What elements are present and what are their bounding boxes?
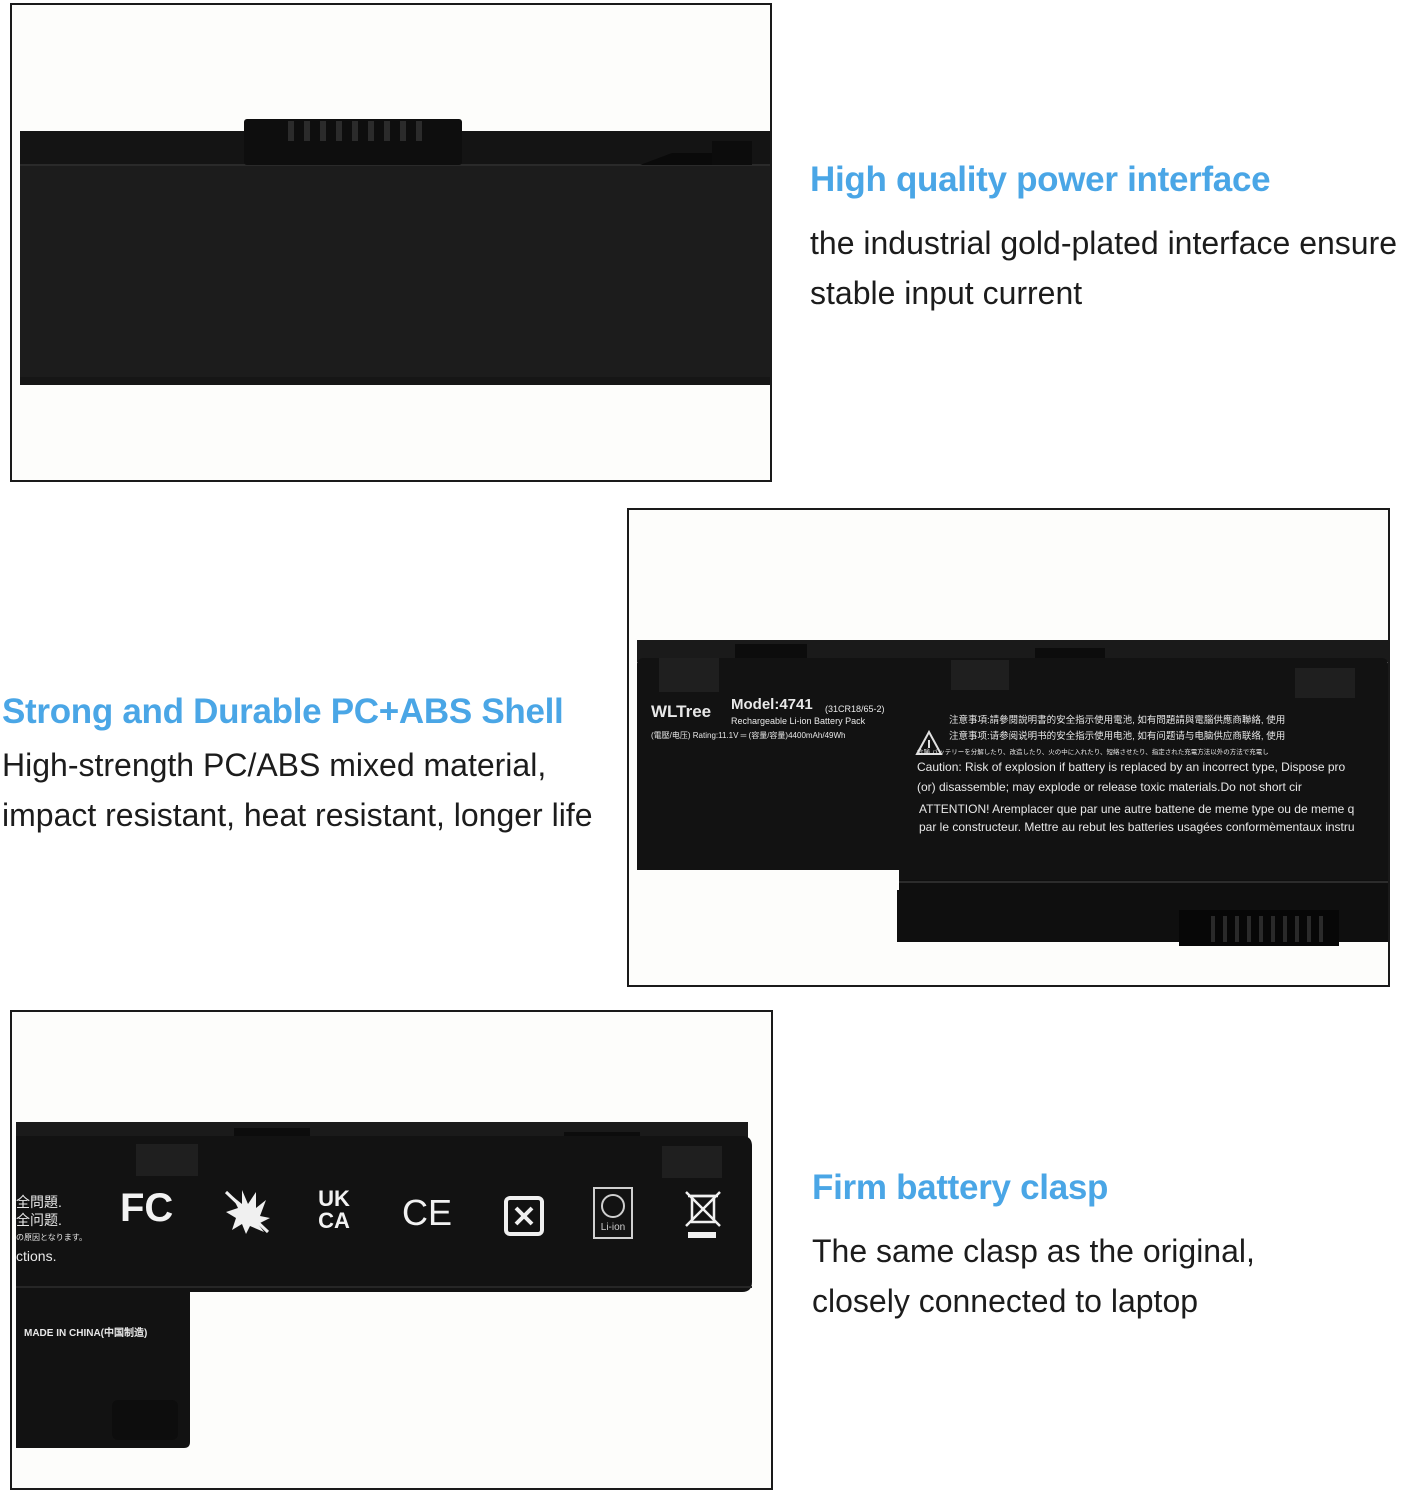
battery-type: Rechargeable Li-ion Battery Pack <box>731 716 866 726</box>
photo-battery-shell: WLTree Model:4741 (31CR18/65-2) Recharge… <box>627 508 1390 987</box>
fcc-mark: FC <box>120 1186 174 1230</box>
warning-icon <box>915 729 943 755</box>
battery-warning-cn: 注意事項:請參閱說明書的安全指示使用電池, 如有問題請與電腦供應商聯絡, 使用 <box>949 715 1286 726</box>
feature-line: the industrial gold-plated interface ens… <box>810 225 1398 261</box>
feature-description: High-strength PC/ABS mixed material, imp… <box>2 740 593 840</box>
ukca-top: UK <box>318 1186 350 1211</box>
feature-power-interface: High quality power interface the industr… <box>810 160 1397 318</box>
battery-model: Model:4741 <box>731 696 813 713</box>
ukca-bottom: CA <box>318 1208 350 1233</box>
weee-bin-icon <box>685 1191 721 1227</box>
feature-title: Firm battery clasp <box>812 1168 1109 1207</box>
li-ion-recycle-icon <box>593 1187 633 1239</box>
battery-attention: ATTENTION! Aremplacer que par une autre … <box>919 802 1355 816</box>
feature-line: The same clasp as the original, <box>812 1233 1255 1269</box>
fire-warning-icon <box>224 1190 270 1234</box>
battery-attention: par le constructeur. Mettre au rebut les… <box>919 820 1355 834</box>
feature-title: Strong and Durable PC+ABS Shell <box>2 692 564 731</box>
recycle-icon <box>504 1196 544 1236</box>
battery-warning-jp: 危険 バッテリーを分解したり、改造したり、火の中に入れたり、短絡させたり、指定さ… <box>917 749 1269 756</box>
battery-brand: WLTree <box>651 702 712 721</box>
feature-description: The same clasp as the original, closely … <box>812 1226 1255 1326</box>
feature-clasp: Firm battery clasp The same clasp as the… <box>812 1168 1255 1326</box>
feature-line: stable input current <box>810 275 1083 311</box>
feature-shell: Strong and Durable PC+ABS Shell High-str… <box>2 692 593 840</box>
battery-model-code: (31CR18/65-2) <box>825 704 885 714</box>
label-cut-text: ctions. <box>16 1248 57 1264</box>
ukca-mark: UK CA <box>314 1188 354 1232</box>
feature-description: the industrial gold-plated interface ens… <box>810 218 1397 318</box>
label-cut-text: の原因となります。 <box>16 1233 87 1242</box>
ce-mark: CE <box>402 1192 453 1233</box>
battery-clasp-image <box>12 1012 771 1488</box>
photo-battery-clasp: 全問題. 全问题. の原因となります。 ctions. MADE IN CHIN… <box>10 1010 773 1490</box>
photo-power-interface <box>10 3 772 482</box>
feature-line: High-strength PC/ABS mixed material, <box>2 747 547 783</box>
battery-caution: (or) disassemble; may explode or release… <box>917 780 1302 794</box>
label-cut-text: 全問題. <box>16 1194 62 1210</box>
feature-title: High quality power interface <box>810 160 1271 199</box>
battery-shell-image <box>629 510 1388 985</box>
battery-connector-image <box>12 5 770 480</box>
battery-rating: (電壓/电压) Rating:11.1V ═ (容量/容量)4400mAh/49… <box>651 731 846 740</box>
battery-caution: Caution: Risk of explosion if battery is… <box>917 760 1346 774</box>
feature-line: closely connected to laptop <box>812 1283 1199 1319</box>
battery-warning-cn: 注意事项:请参阅说明书的安全指示使用电池, 如有问题请与电脑供应商联络, 使用 <box>949 731 1286 742</box>
feature-line: impact resistant, heat resistant, longer… <box>2 797 593 833</box>
label-cut-text: 全问题. <box>16 1212 62 1228</box>
made-in-label: MADE IN CHINA(中国制造) <box>24 1328 148 1339</box>
li-ion-mark: Li-ion <box>600 1222 626 1233</box>
